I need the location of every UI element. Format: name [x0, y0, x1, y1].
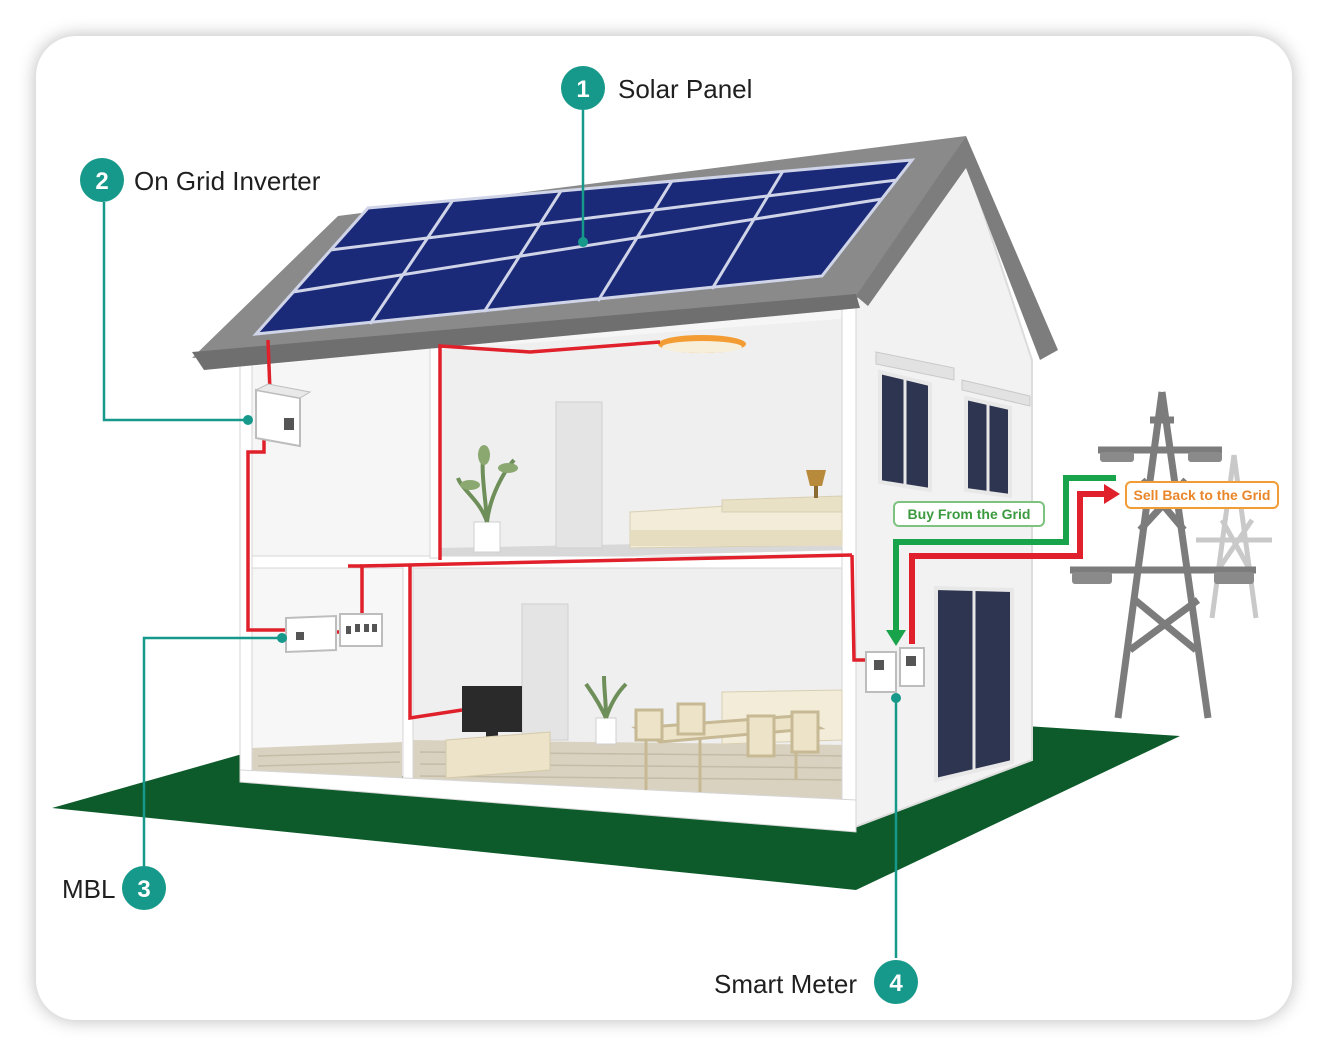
- badge-3-number: 3: [137, 876, 150, 903]
- label-smart-meter: Smart Meter: [714, 969, 857, 999]
- label-solar-panel: Solar Panel: [618, 74, 752, 104]
- callout-solar-panel: 1 Solar Panel: [561, 66, 752, 110]
- leader-mbl: [142, 636, 282, 866]
- dining-set: [631, 702, 826, 792]
- callout-smart-meter: Smart Meter 4: [714, 960, 918, 1004]
- badge-3: [122, 866, 166, 910]
- tv-set: [445, 686, 551, 779]
- plant-upper: [456, 445, 518, 553]
- badge-4: [874, 960, 918, 1004]
- upper-door: [555, 401, 603, 549]
- sliding-door: [934, 585, 1014, 783]
- badge-2-number: 2: [95, 168, 108, 195]
- buy-label-box: Buy From the Grid: [893, 501, 1045, 527]
- roof-gable-trim: [856, 136, 1058, 360]
- leader-inverter: [102, 202, 248, 422]
- power-tower-insulators: [1072, 452, 1254, 584]
- house-base: [239, 769, 857, 833]
- label-on-grid-inverter: On Grid Inverter: [134, 166, 321, 196]
- bedside-lamp: [806, 470, 826, 498]
- badge-1-number: 1: [576, 76, 589, 103]
- sell-label-box: Sell Back to the Grid: [1125, 481, 1279, 509]
- badge-1: [561, 66, 605, 110]
- roof-edge: [192, 294, 860, 370]
- solar-panel-grid: [292, 170, 898, 325]
- power-tower-back: [1196, 454, 1272, 619]
- inverter-device: [254, 383, 312, 448]
- label-mbl: MBL: [62, 874, 115, 904]
- mbl-device: [285, 613, 383, 654]
- sell-label-text: Sell Back to the Grid: [1134, 487, 1271, 503]
- callout-inverter: 2 On Grid Inverter: [80, 158, 321, 202]
- ceiling-lamp: [658, 335, 746, 353]
- smart-meter-device: [865, 647, 925, 693]
- badge-4-number: 4: [889, 970, 903, 997]
- plant-lower: [584, 675, 628, 745]
- badge-2: [80, 158, 124, 202]
- callout-leaders: [102, 110, 898, 958]
- lower-door: [521, 603, 569, 741]
- side-window-1: [875, 351, 955, 493]
- buy-label-text: Buy From the Grid: [908, 506, 1031, 522]
- callout-mbl: MBL 3: [62, 866, 166, 910]
- house-wiring: [246, 339, 866, 721]
- callout-dots: [243, 237, 901, 703]
- buy-from-grid-arrow: [886, 475, 1116, 646]
- sell-to-grid-arrow: [909, 484, 1120, 644]
- side-window-2: [961, 379, 1031, 499]
- bed: [629, 495, 843, 549]
